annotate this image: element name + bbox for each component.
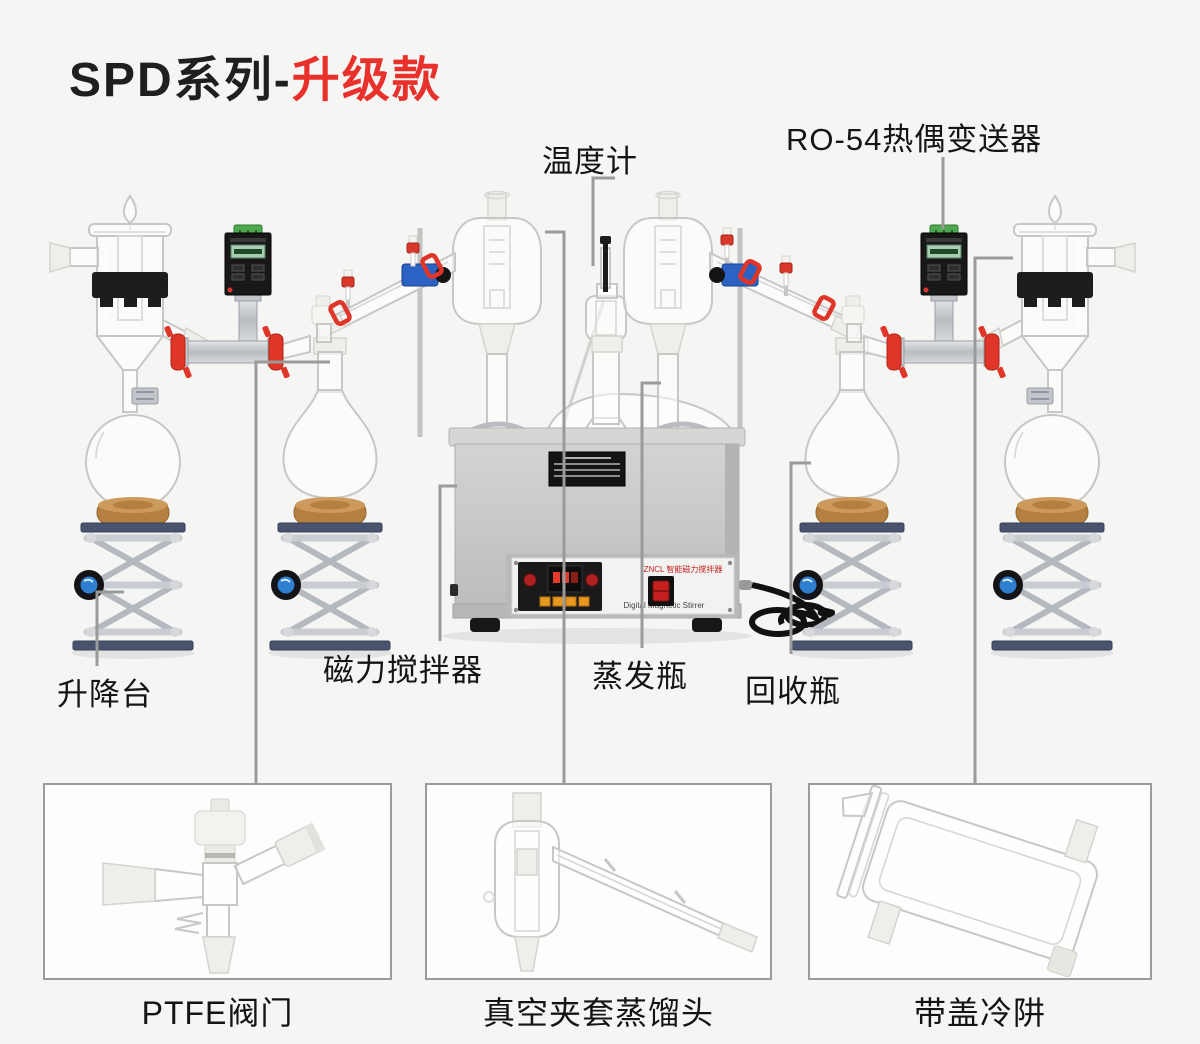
leader-lines <box>95 157 1013 783</box>
caption-ptfe-valve: PTFE阀门 <box>141 995 294 1031</box>
spec-plate <box>548 451 626 487</box>
ptfe-valve-thumbnail <box>102 798 326 974</box>
stirrer-brand-cn: ZNCL 智能磁力搅拌器 <box>644 564 723 574</box>
stopcock-valve <box>406 235 420 267</box>
cold-trap-left <box>48 194 212 414</box>
label-lift-platform: 升降台 <box>57 677 153 712</box>
title-series: SPD系列- <box>69 54 292 107</box>
lab-jack-center-left <box>270 523 390 650</box>
lab-jack-center-right <box>792 523 912 650</box>
cork-ring <box>815 496 889 525</box>
label-thermometer: 温度计 <box>542 144 638 179</box>
cork-ring <box>293 496 367 525</box>
lab-jack-left <box>73 523 193 650</box>
leader-cold-trap <box>973 256 1013 783</box>
thermometer <box>600 236 611 292</box>
cold-trap-thumbnail <box>836 784 1099 978</box>
page-title: SPD系列-升级款 <box>69 40 442 110</box>
stopcock-valve <box>341 269 355 301</box>
lab-jack-right <box>992 523 1112 650</box>
ptfe-valve-right <box>841 295 865 343</box>
leader-ptfe-valve <box>254 360 330 783</box>
label-transmitter: RO-54热偶变送器 <box>786 122 1043 157</box>
distillation-head-left <box>452 190 542 433</box>
leader-magnetic-stirrer <box>438 484 457 641</box>
caption-cold-trap: 带盖冷阱 <box>913 995 1046 1031</box>
cork-ring <box>96 496 170 525</box>
label-magnetic-stirrer: 磁力搅拌器 <box>323 653 483 688</box>
distillation-head-thumbnail <box>483 792 758 972</box>
kf-valve-assembly-left <box>163 324 311 380</box>
caption-distillation-head: 真空夹套蒸馏头 <box>482 995 714 1031</box>
power-cord <box>739 580 836 637</box>
part-card-ptfe-valve <box>43 783 392 980</box>
leader-lift-platform <box>95 590 124 666</box>
cork-ring <box>1015 496 1089 525</box>
thermocouple-transmitter <box>920 224 968 342</box>
leader-thermometer <box>591 176 615 266</box>
receiving-flask-right <box>1004 414 1100 510</box>
label-recovery-flask: 回收瓶 <box>745 674 841 709</box>
receiving-flask-left <box>85 414 181 510</box>
cold-trap-right <box>973 194 1137 414</box>
vacuum-gauge-left <box>224 224 272 342</box>
recovery-flask-item <box>804 337 900 500</box>
stopcock-valve <box>720 227 734 259</box>
power-switch <box>648 576 674 606</box>
magnetic-stirrer-heater: ZNCL 智能磁力搅拌器 Digital Magnetic Stirrer <box>448 421 746 632</box>
control-panel: ZNCL 智能磁力搅拌器 Digital Magnetic Stirrer <box>506 554 738 618</box>
ptfe-valve-left <box>311 295 335 343</box>
leader-recovery-flask <box>789 461 811 654</box>
stopcock-valve <box>779 255 793 287</box>
title-upgrade: 升级款 <box>291 54 442 107</box>
collection-flask-left <box>282 337 378 500</box>
label-evaporation-flask: 蒸发瓶 <box>592 659 688 694</box>
part-card-cold-trap <box>808 783 1152 980</box>
leader-evaporation-flask <box>640 381 661 648</box>
part-card-distillation-head <box>425 783 772 980</box>
leader-distillation-head <box>545 230 566 783</box>
